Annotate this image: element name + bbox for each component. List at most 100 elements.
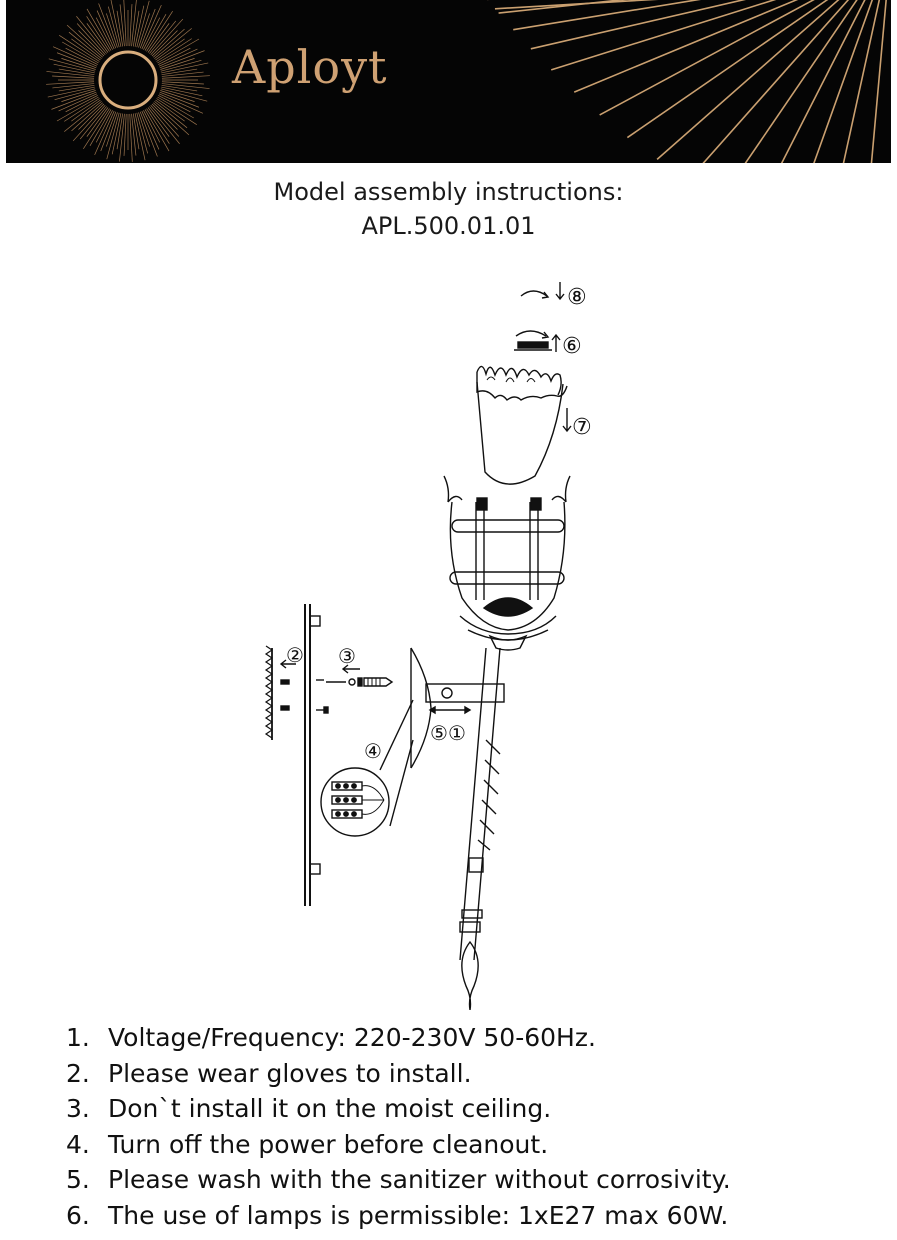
sunburst-ray: [94, 110, 115, 156]
sunburst-ray: [71, 102, 103, 132]
mounting-plate: [304, 604, 321, 906]
sunburst-ray: [149, 106, 180, 144]
sunburst-ray: [89, 109, 112, 146]
note-text: Please wear gloves to install.: [108, 1058, 472, 1088]
sunburst-ray: [513, 0, 702, 31]
sunburst-ray: [65, 95, 98, 113]
model-number: APL.500.01.01: [361, 212, 536, 240]
sunburst-ray: [160, 90, 195, 102]
callout-5: ⑤: [430, 721, 448, 745]
sunburst-ray: [599, 0, 815, 116]
sunburst-ray: [141, 110, 160, 150]
sunburst-ray: [842, 0, 881, 163]
sunburst-ray: [56, 52, 97, 69]
sunburst-ray: [53, 63, 95, 74]
sunburst-ray: [139, 8, 156, 49]
sunburst-ray: [95, 17, 113, 50]
sunburst-ray: [116, 113, 124, 150]
sunburst-ray: [157, 96, 194, 119]
sunburst-ray: [78, 30, 105, 57]
sunburst-ray: [161, 83, 210, 89]
sunburst-ray: [72, 105, 106, 142]
sunburst-ray: [159, 91, 200, 108]
document-title: Model assembly instructions: APL.500.01.…: [0, 175, 897, 243]
sunburst-ray: [100, 111, 117, 152]
wall-surface: ②: [264, 643, 329, 740]
sunburst-ray: [46, 71, 95, 77]
sunburst-ray: [160, 88, 208, 102]
safety-notes-list: 1.Voltage/Frequency: 220-230V 50-60Hz. 2…: [66, 1020, 886, 1233]
title-line: Model assembly instructions:: [273, 178, 624, 206]
sunburst-ray: [151, 103, 178, 130]
sunburst-ray: [95, 110, 113, 143]
sunburst-ray: [780, 0, 866, 163]
sunburst-ray: [161, 86, 203, 97]
sunburst-ray: [494, 0, 659, 10]
sunburst-ray: [46, 81, 95, 85]
sunburst-ray: [143, 17, 161, 50]
sunburst-ray: [150, 105, 180, 137]
note-item: 3.Don`t install it on the moist ceiling.: [66, 1091, 886, 1127]
sunburst-ray: [62, 41, 99, 64]
note-text: Please wash with the sanitizer without c…: [108, 1165, 731, 1194]
sunburst-ray: [144, 109, 170, 152]
sunburst-ray: [58, 84, 95, 92]
sunburst-ray: [123, 0, 127, 47]
lamp-cage: [443, 475, 571, 651]
sunburst-ray: [154, 101, 188, 129]
sunburst-ray: [64, 98, 100, 122]
sunburst-ray: [143, 110, 161, 143]
sunburst-ray: [106, 112, 118, 147]
sunburst-ray: [123, 113, 127, 156]
step-8-cap-icon: ⑧: [520, 282, 587, 310]
sunburst-ray: [160, 59, 202, 72]
sunburst-ray: [158, 95, 191, 113]
sunburst-ray: [147, 23, 170, 53]
note-number: 6.: [66, 1200, 90, 1230]
sunburst-ray: [107, 6, 120, 48]
sunburst-ray: [160, 58, 195, 70]
step-6-ring-icon: ⑥: [514, 330, 582, 359]
step-4-terminal-block-icon: ④: [320, 699, 414, 837]
note-number: 2.: [66, 1058, 90, 1088]
sunburst-ray: [110, 0, 122, 47]
sunburst-ray: [111, 113, 122, 155]
sunburst-ray: [76, 23, 106, 55]
sunburst-ray: [149, 20, 177, 54]
note-item: 6.The use of lamps is permissible: 1xE27…: [66, 1198, 886, 1234]
wall-arm: ⑤ ①: [410, 647, 505, 769]
sunburst-ray: [59, 35, 100, 62]
sunburst-ray: [573, 0, 799, 93]
brand-logo: Aployt: [232, 40, 388, 94]
sunburst-ray: [131, 0, 137, 47]
sunburst-ray: [129, 113, 133, 162]
sunburst-ray: [52, 75, 95, 79]
note-item: 1.Voltage/Frequency: 220-230V 50-60Hz.: [66, 1020, 886, 1056]
sunburst-ray: [136, 0, 150, 48]
sunburst-ray: [64, 101, 102, 132]
sunburst-ray: [530, 0, 747, 50]
sunburst-ray: [79, 106, 107, 140]
sunburst-ray: [161, 62, 209, 74]
sunburst-ray: [156, 98, 197, 125]
sunburst-ray: [153, 102, 190, 136]
sunburst-ray: [131, 113, 137, 156]
sunburst-ray: [136, 112, 149, 154]
sunburst-ray: [71, 38, 101, 61]
sunburst-ray: [870, 0, 887, 163]
sunburst-ray: [51, 91, 97, 110]
sunburst-ray: [161, 75, 210, 79]
step-3-screw-icon: ③: [326, 644, 394, 687]
sunburst-ray: [119, 4, 125, 47]
sunburst-ray: [151, 30, 178, 57]
glass-shade: [476, 365, 568, 485]
sunburst-ray: [116, 10, 124, 47]
sunburst-ray: [144, 14, 167, 51]
sunburst-ray: [146, 11, 173, 52]
sunburst-ray: [158, 47, 191, 65]
callout-7: ⑦: [572, 415, 592, 440]
note-text: Turn off the power before cleanout.: [108, 1129, 549, 1159]
sunburst-ray: [147, 107, 170, 137]
sunburst-ray: [161, 84, 198, 92]
sunburst-ray: [139, 111, 158, 157]
